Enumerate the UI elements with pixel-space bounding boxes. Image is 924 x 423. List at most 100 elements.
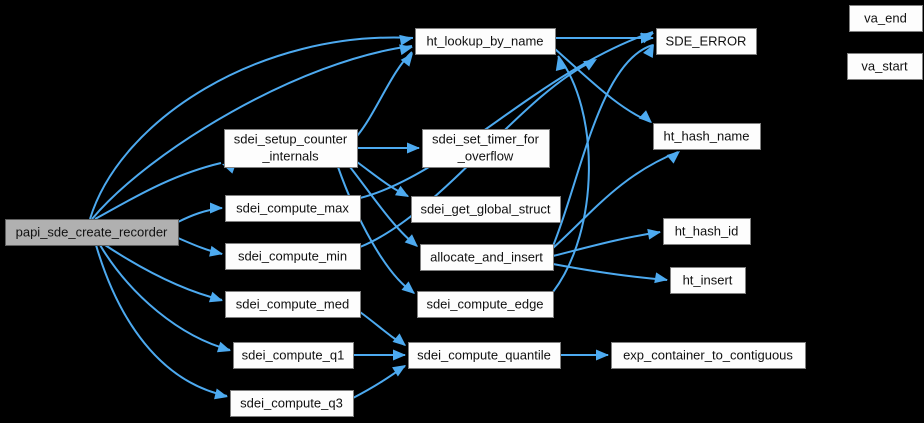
arrowhead-icon	[643, 44, 654, 59]
call-edge	[552, 55, 590, 293]
call-edge	[356, 51, 413, 137]
arrowhead-icon	[407, 142, 420, 154]
arrowhead-icon	[666, 151, 680, 164]
arrowhead-icon	[404, 234, 418, 247]
node-label-line2: _overflow	[457, 148, 514, 163]
node-label: va_end	[864, 10, 907, 25]
call-edge	[552, 151, 679, 249]
graph-node-sdei_compute_quantile[interactable]: sdei_compute_quantile	[408, 342, 561, 369]
node-label: ht_lookup_by_name	[426, 33, 543, 48]
arrowhead-icon	[596, 349, 609, 361]
node-box[interactable]	[224, 129, 358, 168]
arrowhead-icon	[401, 281, 415, 294]
node-label: exp_container_to_contiguous	[623, 347, 793, 362]
node-box[interactable]	[847, 53, 923, 80]
arrowheads-layer	[208, 32, 680, 400]
node-box[interactable]	[225, 195, 361, 222]
graph-node-ht_hash_name[interactable]: ht_hash_name	[653, 123, 761, 150]
node-label: sdei_compute_min	[238, 248, 347, 263]
graph-node-va_end[interactable]: va_end	[849, 5, 923, 32]
arrowhead-icon	[209, 245, 223, 257]
arrowhead-icon	[399, 44, 413, 56]
node-box[interactable]	[653, 123, 761, 150]
node-box[interactable]	[5, 219, 179, 246]
node-box[interactable]	[230, 390, 354, 417]
graph-node-exp_container_to_contiguous[interactable]: exp_container_to_contiguous	[611, 342, 806, 369]
graph-node-va_start[interactable]: va_start	[847, 53, 923, 80]
graph-node-SDE_ERROR[interactable]: SDE_ERROR	[656, 28, 757, 55]
arrowhead-icon	[399, 34, 413, 46]
node-label: sdei_get_global_struct	[420, 201, 550, 216]
edges-layer	[89, 31, 679, 399]
arrowhead-icon	[639, 33, 654, 44]
call-edge	[95, 244, 228, 397]
node-box[interactable]	[225, 291, 361, 318]
node-box[interactable]	[663, 218, 751, 245]
call-edge	[337, 166, 415, 294]
graph-node-sdei_compute_min[interactable]: sdei_compute_min	[225, 243, 361, 270]
graph-node-sdei_compute_q3[interactable]: sdei_compute_q3	[230, 390, 354, 417]
graph-node-sdei_compute_q1[interactable]: sdei_compute_q1	[233, 342, 354, 369]
node-box[interactable]	[611, 342, 806, 369]
graph-node-papi_sde_create_recorder[interactable]: papi_sde_create_recorder	[5, 219, 179, 246]
arrowhead-icon	[214, 388, 228, 400]
arrowhead-icon	[392, 333, 406, 346]
graph-node-ht_hash_id[interactable]: ht_hash_id	[663, 218, 751, 245]
arrowhead-icon	[647, 228, 661, 240]
node-box[interactable]	[233, 342, 354, 369]
arrowhead-icon	[555, 57, 567, 71]
node-label: allocate_and_insert	[430, 249, 543, 264]
call-edge	[552, 231, 661, 257]
node-box[interactable]	[417, 291, 554, 318]
arrowhead-icon	[210, 202, 223, 214]
graph-node-ht_insert[interactable]: ht_insert	[670, 267, 746, 294]
arrowhead-icon	[583, 59, 597, 71]
arrowhead-icon	[208, 291, 223, 303]
node-box[interactable]	[225, 243, 361, 270]
graph-node-sdei_compute_max[interactable]: sdei_compute_max	[225, 195, 361, 222]
node-box[interactable]	[420, 244, 554, 271]
graph-node-allocate_and_insert[interactable]: allocate_and_insert	[420, 244, 554, 271]
arrowhead-icon	[394, 185, 409, 197]
arrowhead-icon	[654, 272, 668, 284]
call-edge	[552, 44, 654, 247]
node-label: sdei_compute_q3	[240, 395, 343, 410]
node-box[interactable]	[670, 267, 746, 294]
graph-node-sdei_compute_med[interactable]: sdei_compute_med	[225, 291, 361, 318]
graph-node-sdei_compute_edge[interactable]: sdei_compute_edge	[417, 291, 554, 318]
node-box[interactable]	[849, 5, 923, 32]
call-edge	[89, 36, 414, 220]
node-box[interactable]	[411, 196, 561, 223]
graph-node-sdei_set_timer_for_overflow[interactable]: sdei_set_timer_for _overflow	[422, 129, 550, 168]
node-label: sdei_set_timer_for	[432, 131, 540, 146]
node-label: sdei_compute_edge	[426, 296, 543, 311]
node-label: va_start	[861, 58, 908, 73]
arrowhead-icon	[393, 349, 406, 361]
node-label: SDE_ERROR	[666, 33, 747, 48]
call-edge	[359, 31, 654, 199]
node-label: sdei_compute_med	[236, 296, 349, 311]
node-box[interactable]	[656, 28, 757, 55]
arrowhead-icon	[638, 110, 652, 123]
graph-node-sdei_setup_counter_internals[interactable]: sdei_setup_counter_internals	[224, 129, 358, 168]
node-label: sdei_setup_counter	[234, 131, 348, 146]
node-box[interactable]	[415, 28, 556, 55]
call-edge	[91, 45, 413, 220]
call-edge	[99, 244, 231, 351]
call-edge	[552, 263, 668, 281]
node-label: sdei_compute_q1	[242, 347, 345, 362]
nodes-layer: papi_sde_create_recorder ht_lookup_by_nam…	[5, 5, 923, 417]
arrowhead-icon	[400, 53, 413, 67]
call-edge	[554, 48, 652, 123]
node-label: ht_hash_name	[663, 128, 749, 143]
node-label: sdei_compute_max	[236, 200, 349, 215]
call-edge	[94, 162, 222, 220]
node-label: papi_sde_create_recorder	[16, 224, 168, 239]
graph-node-ht_lookup_by_name[interactable]: ht_lookup_by_name	[415, 28, 556, 55]
graph-node-sdei_get_global_struct[interactable]: sdei_get_global_struct	[411, 196, 561, 223]
node-label: ht_hash_id	[675, 223, 739, 238]
node-box[interactable]	[408, 342, 561, 369]
call-edge	[104, 244, 223, 301]
node-box[interactable]	[422, 129, 550, 168]
